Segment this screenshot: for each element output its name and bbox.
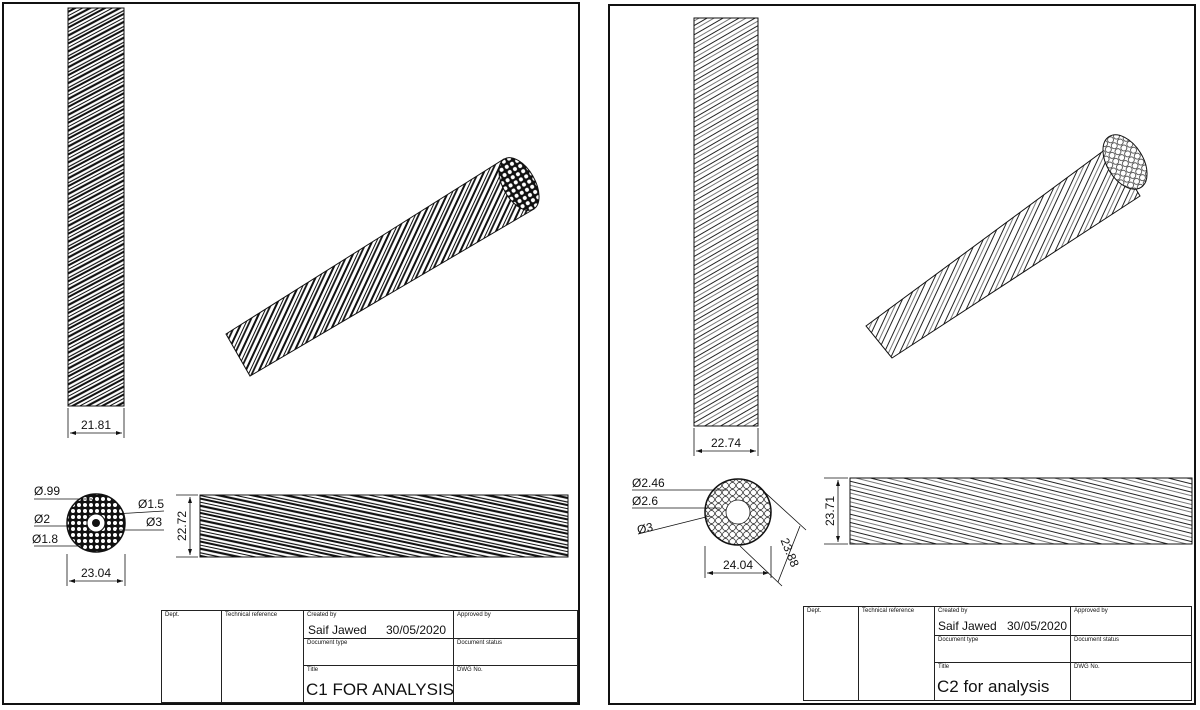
- tb-title-label: Title: [938, 664, 950, 670]
- dim-section-width: 24.04: [723, 558, 753, 572]
- tb-approvedby-label: Approved by: [1074, 608, 1108, 614]
- isometric-rope-view: [225, 157, 540, 377]
- tb-dept-cell: Dept.: [803, 606, 858, 701]
- dim-section-diag: 23.88: [778, 536, 802, 569]
- tb-techref-label: Technical reference: [225, 612, 278, 618]
- tb-createdby-label: Created by: [938, 608, 968, 614]
- sheet-c1-drawing: 21.81 Ø.99 Ø1.5 Ø2 Ø3 Ø1.8: [32, 7, 569, 586]
- dim-vertical-width: 22.74: [693, 428, 759, 456]
- tb-docstatus-cell: Document status: [1070, 635, 1192, 662]
- tb-dept-label: Dept.: [165, 612, 180, 618]
- tb-dwg-cell: DWG No.: [453, 665, 578, 703]
- tb-approvedby-label: Approved by: [457, 612, 491, 618]
- vertical-rope-view: [693, 17, 759, 427]
- dim-section-width: 23.04: [81, 566, 111, 580]
- side-rope-view: 23.71: [823, 477, 1193, 545]
- tb-doctype-cell: Document type: [303, 638, 453, 665]
- tb-title-label: Title: [307, 667, 319, 673]
- tb-date: 30/05/2020: [386, 623, 447, 637]
- drawing-sheet-c1: 21.81 Ø.99 Ø1.5 Ø2 Ø3 Ø1.8: [2, 2, 580, 705]
- tb-techref-label: Technical reference: [862, 608, 915, 614]
- tb-docstatus-label: Document status: [1074, 637, 1120, 643]
- dim-vertical-width-text: 21.81: [81, 418, 111, 432]
- tb-dwg-label: DWG No.: [1074, 664, 1100, 670]
- dim-side-height: 23.71: [823, 496, 837, 526]
- dim-vertical-width-text: 22.74: [711, 436, 741, 450]
- dim-d15: Ø1.5: [138, 497, 164, 511]
- dim-vertical-width: 21.81: [67, 408, 125, 438]
- tb-doctype-cell: Document type: [934, 635, 1070, 662]
- dim-d3: Ø3: [636, 520, 655, 537]
- tb-title: C1 FOR ANALYSIS: [306, 680, 455, 699]
- tb-dept-label: Dept.: [807, 608, 822, 614]
- vertical-rope-view: [67, 7, 125, 407]
- tb-title-cell: Title C2 for analysis: [934, 662, 1070, 701]
- tb-date: 30/05/2020: [1007, 619, 1068, 633]
- isometric-rope-view: [865, 134, 1148, 359]
- tb-title-cell: Title C1 FOR ANALYSIS: [303, 665, 455, 703]
- tb-docstatus-cell: Document status: [453, 638, 578, 665]
- side-rope-view: 22.72: [175, 494, 569, 558]
- dim-side-height: 22.72: [175, 511, 189, 541]
- dim-d18: Ø1.8: [32, 532, 58, 546]
- dim-d099: Ø.99: [34, 484, 60, 498]
- cross-section-view: Ø2.46 Ø2.6 Ø3 24.04 23.88: [632, 476, 807, 587]
- tb-createdby-cell: Created by Saif Jawed 30/05/2020: [303, 610, 453, 638]
- sheet-c2-drawing: 22.74 Ø2.46 Ø2.6 Ø3 24.04: [632, 17, 1193, 587]
- tb-title: C2 for analysis: [937, 677, 1050, 696]
- tb-techref-cell: Technical reference: [858, 606, 934, 701]
- tb-dept-cell: Dept.: [161, 610, 221, 703]
- tb-dwg-cell: DWG No.: [1070, 662, 1192, 701]
- dim-d26: Ø2.6: [632, 494, 658, 508]
- dim-d3: Ø3: [146, 515, 162, 529]
- drawing-sheet-c2: 22.74 Ø2.46 Ø2.6 Ø3 24.04: [608, 4, 1196, 705]
- tb-createdby-cell: Created by Saif Jawed 30/05/2020: [934, 606, 1070, 635]
- dim-d2: Ø2: [34, 512, 50, 526]
- dim-d246: Ø2.46: [632, 476, 665, 490]
- cross-section-view: Ø.99 Ø1.5 Ø2 Ø3 Ø1.8 23.04: [32, 484, 164, 586]
- tb-techref-cell: Technical reference: [221, 610, 303, 703]
- tb-docstatus-label: Document status: [457, 640, 503, 646]
- tb-approvedby-cell: Approved by: [1070, 606, 1192, 635]
- tb-createdby-label: Created by: [307, 612, 337, 618]
- tb-created-by: Saif Jawed: [938, 619, 997, 633]
- title-block-c2: Dept. Technical reference Created by Sai…: [803, 606, 1192, 701]
- tb-created-by: Saif Jawed: [308, 623, 367, 637]
- tb-doctype-label: Document type: [938, 637, 979, 643]
- tb-approvedby-cell: Approved by: [453, 610, 578, 638]
- tb-doctype-label: Document type: [307, 640, 348, 646]
- title-block-c1: Dept. Technical reference Created by Sai…: [161, 610, 578, 703]
- tb-dwg-label: DWG No.: [457, 667, 483, 673]
